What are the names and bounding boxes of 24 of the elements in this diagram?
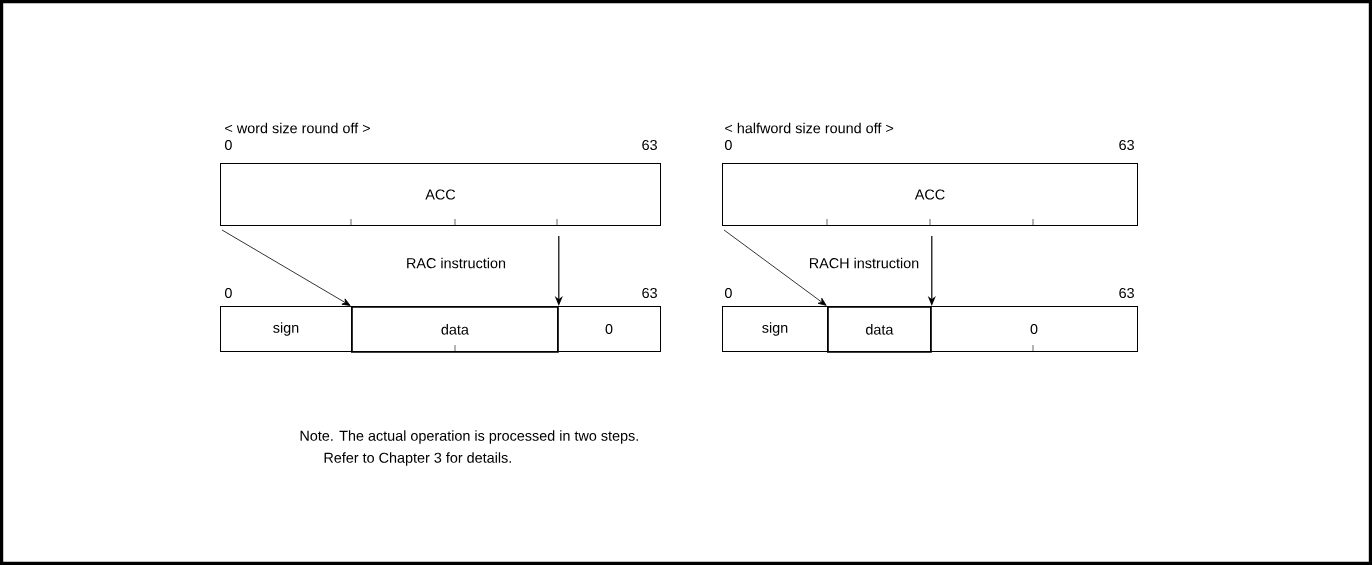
register-field: ACC (722, 163, 1138, 226)
register-field: 0 (930, 306, 1138, 352)
bit-number: 0 (722, 285, 735, 301)
arrow (723, 229, 827, 306)
bit-number: 63 (1116, 285, 1137, 301)
bit-number: 0 (222, 285, 235, 301)
register-field: ACC (220, 163, 661, 226)
register-field: sign (220, 306, 352, 352)
register-field: sign (722, 306, 828, 352)
note-text: Refer to Chapter 3 for details. (321, 450, 515, 468)
bit-number: 63 (639, 137, 660, 153)
bit-number: 63 (1116, 137, 1137, 153)
register-field: data (351, 306, 559, 353)
note-text: Note. The actual operation is processed in two steps. (297, 428, 642, 446)
register-field: 0 (557, 306, 661, 352)
heading: < word size round off > (222, 120, 373, 136)
bit-number: 63 (639, 285, 660, 301)
arrow (221, 229, 351, 306)
instruction-label: RAC instruction (404, 255, 508, 271)
register-field: data (827, 306, 932, 353)
bit-number: 0 (222, 137, 235, 153)
instruction-label: RACH instruction (806, 255, 922, 271)
bit-number: 0 (722, 137, 735, 153)
heading: < halfword size round off > (722, 120, 896, 136)
